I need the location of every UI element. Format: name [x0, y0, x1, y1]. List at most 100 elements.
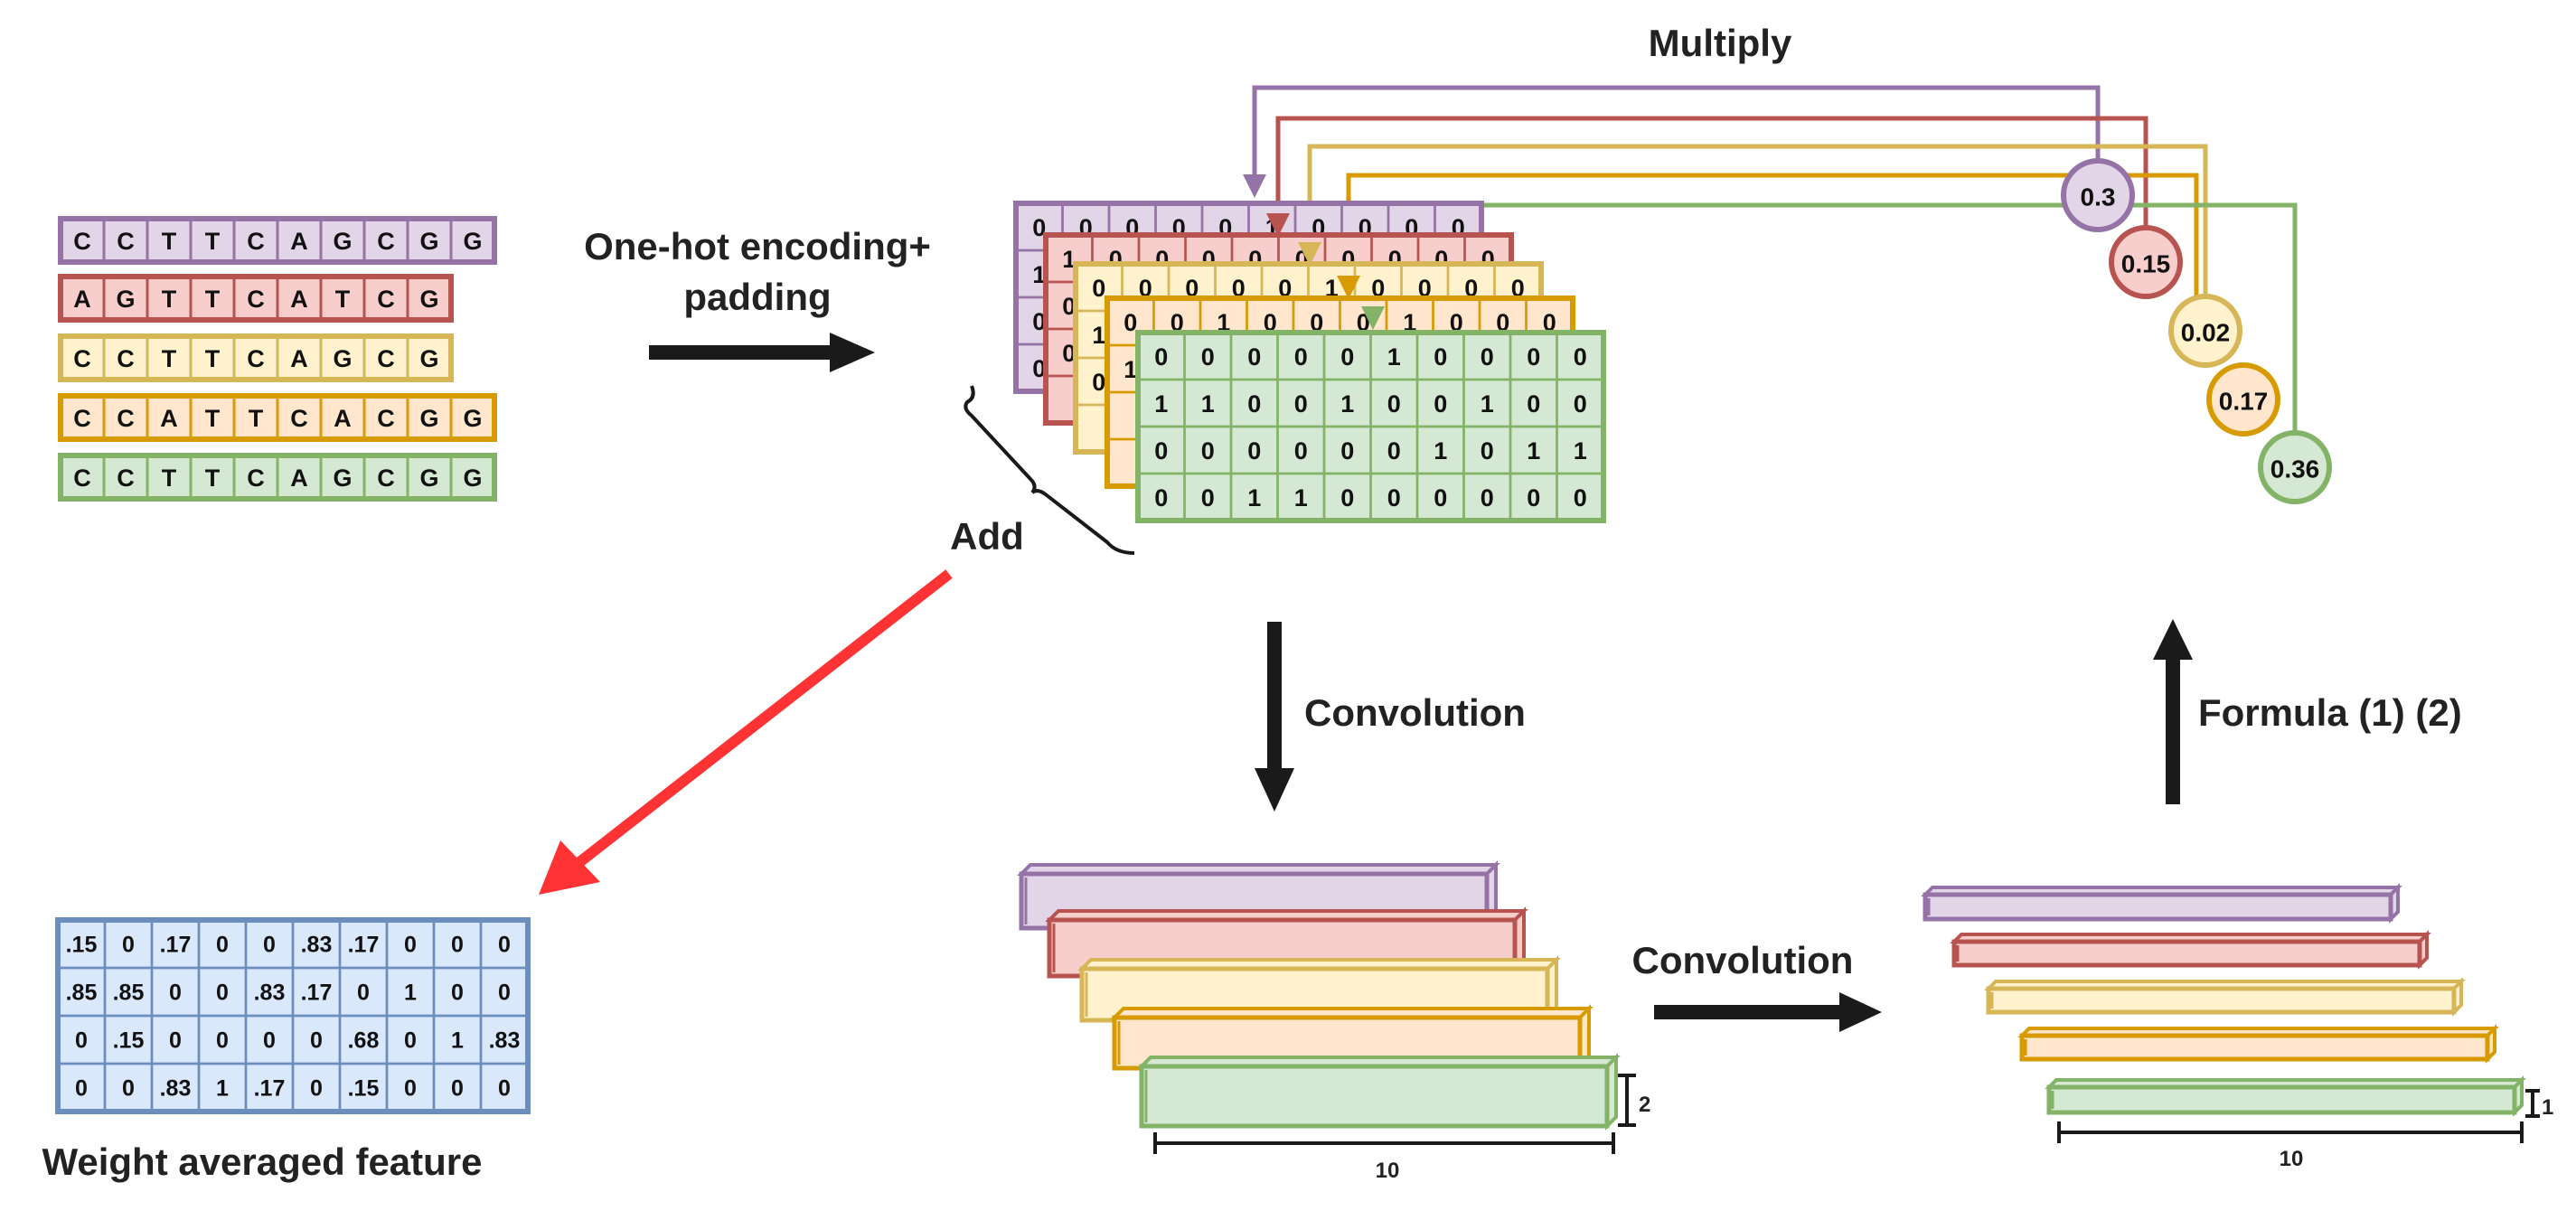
weighted-value: 0 [169, 981, 182, 1006]
weighted-value: 0 [122, 933, 135, 958]
matrix-value: 0 [1247, 437, 1261, 465]
matrix-value: 0 [1387, 390, 1401, 418]
base-label: C [247, 286, 265, 313]
conv-feature-bars [1017, 860, 1621, 1131]
matrix-value: 0 [1123, 309, 1137, 336]
weighted-value: 0 [357, 981, 370, 1006]
bar-front-face [1139, 1064, 1610, 1129]
base-cell [102, 275, 149, 322]
base-label: C [73, 465, 91, 492]
multiply-arrowhead [1266, 213, 1290, 237]
base-label: G [419, 228, 438, 255]
weighted-value: 0 [75, 1076, 88, 1102]
matrix-value: 1 [1123, 356, 1137, 383]
weighted-value: 0 [498, 933, 511, 958]
weighted-value: 0 [263, 933, 276, 958]
base-label: C [73, 228, 91, 255]
base-label: C [377, 228, 395, 255]
multiply-connector [1307, 144, 2208, 295]
weighted-value: 0 [498, 1076, 511, 1102]
weighted-value: 0 [451, 933, 464, 958]
base-label: A [290, 465, 308, 492]
base-label: G [116, 286, 135, 313]
base-label: G [463, 465, 482, 492]
matrix-value: 1 [1201, 390, 1215, 418]
weighted-value: 0 [404, 933, 417, 958]
weighted-value: 0 [169, 1028, 182, 1054]
base-label: C [117, 465, 135, 492]
add-brace [964, 385, 1135, 555]
matrix-value: 0 [1496, 309, 1509, 336]
weighted-value: .17 [348, 933, 380, 958]
base-label: G [419, 286, 438, 313]
matrix-value: 0 [1511, 275, 1525, 302]
conv-right-arrowhead [1839, 992, 1882, 1032]
base-label: C [377, 286, 395, 313]
weighted-value: .17 [301, 981, 333, 1006]
base-cell [59, 275, 106, 322]
dimension-markers-right: 10 1 [2057, 1089, 2553, 1171]
weighted-value: 0 [404, 1028, 417, 1054]
weighted-value: .83 [489, 1028, 521, 1054]
matrix-cell [1556, 472, 1605, 522]
base-label: G [333, 345, 352, 372]
matrix-value: 0 [1201, 343, 1215, 371]
weighted-value: .17 [160, 933, 192, 958]
weighted-value: 0 [310, 1076, 323, 1102]
base-label: A [290, 345, 308, 372]
base-label: C [290, 405, 308, 432]
base-cell [319, 394, 366, 441]
base-label: G [463, 228, 482, 255]
base-label: C [377, 345, 395, 372]
sequence-outline [58, 216, 497, 265]
multiply-arrowhead [1298, 242, 1321, 266]
matrix-value: 0 [1434, 390, 1447, 418]
matrix-value: 0 [1340, 437, 1354, 465]
matrix-value: 0 [1340, 343, 1354, 371]
matrix-value: 1 [1325, 275, 1339, 302]
matrix-value: 1 [1403, 309, 1416, 336]
weighted-value: 0 [404, 1076, 417, 1102]
base-label: T [162, 286, 177, 313]
base-label: G [463, 405, 482, 432]
multiply-connector [1275, 116, 2148, 226]
matrix-value: 0 [1574, 343, 1587, 371]
base-label: G [419, 405, 438, 432]
base-label: A [160, 405, 178, 432]
sequence-outline [58, 274, 454, 323]
base-label: G [333, 228, 352, 255]
weighted-value: 0 [216, 1028, 229, 1054]
weighted-value: .85 [66, 981, 98, 1006]
base-cell [406, 454, 453, 501]
base-label: A [290, 228, 308, 255]
matrix-value: 0 [1464, 275, 1478, 302]
multiply-label: Multiply [1649, 22, 1792, 64]
matrix-value: 0 [1527, 390, 1540, 418]
base-label: T [205, 345, 221, 372]
formula-up-arrowhead [2153, 619, 2193, 660]
weight-circle-shape [2168, 294, 2242, 368]
weighted-value: .15 [348, 1076, 380, 1102]
matrix-value: 0 [1450, 309, 1463, 336]
weight-circle-shape [2206, 362, 2280, 436]
weighted-value: .15 [113, 1028, 145, 1054]
matrix-value: 0 [1387, 484, 1401, 511]
weight-value: 0.36 [2270, 455, 2320, 483]
weight-value: 0.17 [2219, 388, 2269, 416]
feature-bar-yellow [1984, 977, 2466, 1017]
encoding-arrowhead [830, 333, 875, 372]
height-label-mid: 2 [1639, 1093, 1650, 1117]
weighted-value: 0 [216, 933, 229, 958]
multiply-arrowhead [1337, 276, 1360, 299]
base-label: T [205, 465, 221, 492]
weighted-value: 0 [310, 1028, 323, 1054]
base-label: T [162, 345, 177, 372]
matrix-value: 0 [1543, 309, 1556, 336]
matrix-value: 0 [1062, 340, 1076, 367]
weighted-value: 0 [451, 1076, 464, 1102]
weighted-value: 1 [216, 1076, 229, 1102]
